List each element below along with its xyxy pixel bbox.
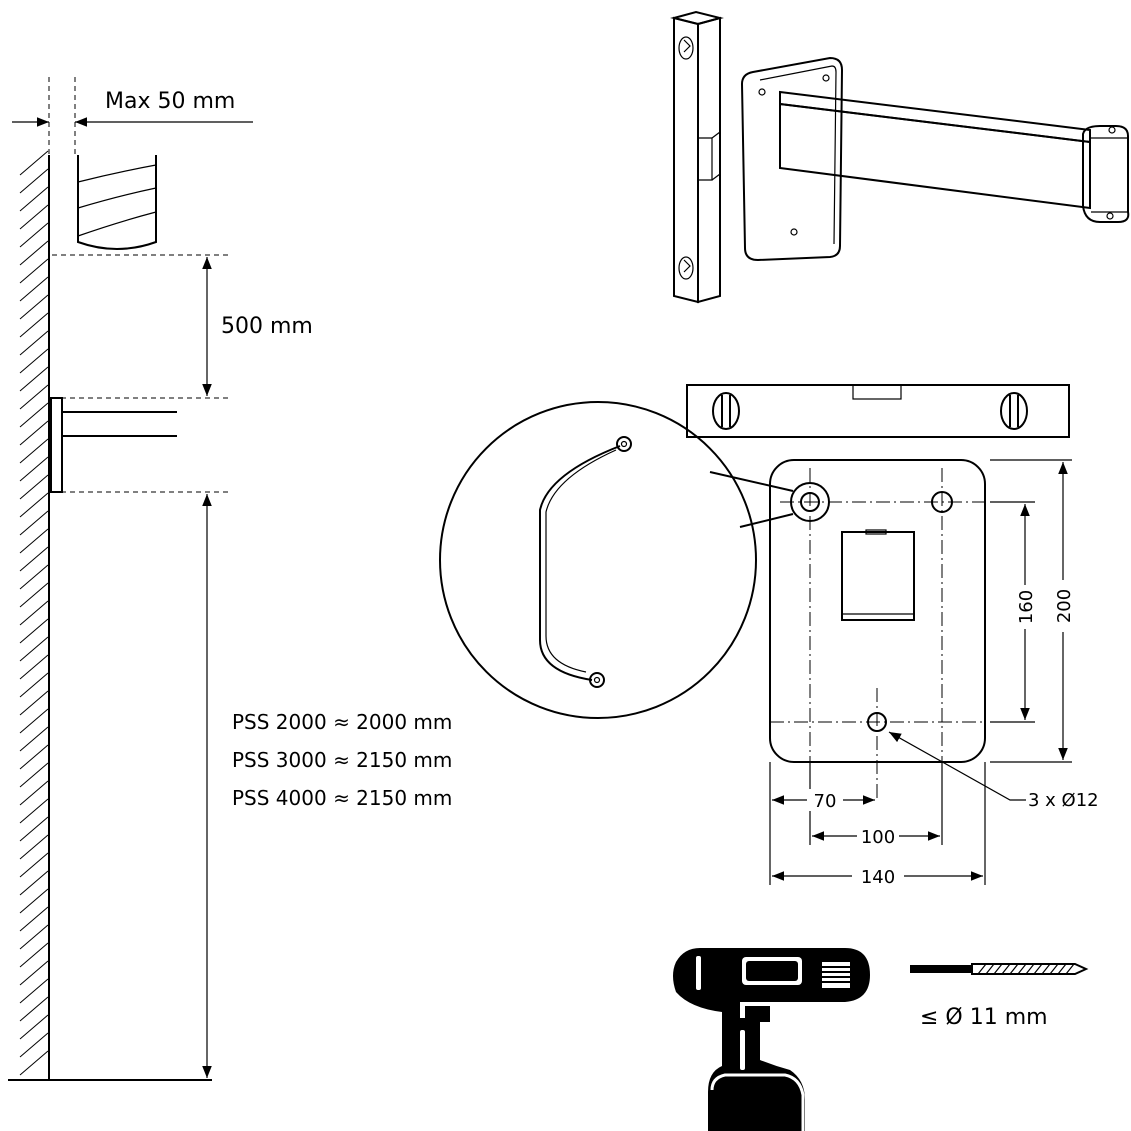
wall-hatching — [19, 150, 49, 1076]
wall-hatch-line — [19, 150, 49, 176]
wall-hatch-line — [19, 1032, 49, 1058]
drill-bit-icon — [910, 963, 1089, 975]
wall-hatch-line — [19, 816, 49, 842]
wall-hatch-line — [19, 564, 49, 590]
wall-hatch-line — [19, 960, 49, 986]
wall-hatch-line — [19, 438, 49, 464]
mounting-rail — [670, 10, 724, 304]
wall-hatch-line — [19, 888, 49, 914]
wall-hatch-line — [19, 402, 49, 428]
wall-hatch-line — [19, 726, 49, 752]
dim-70-label: 70 — [814, 791, 837, 812]
spirit-level-icon — [686, 384, 1070, 438]
side-elevation: Max 50 mm 500 mm PSS 2000 ≈ 2000 mm PSS … — [8, 77, 452, 1081]
dim-140-label: 140 — [861, 867, 895, 888]
wall-hatch-line — [19, 942, 49, 968]
wall-hatch-line — [19, 906, 49, 932]
wall-hatch-line — [19, 348, 49, 374]
mount-hole-top-right — [931, 491, 953, 513]
pss-2000-label: PSS 2000 ≈ 2000 mm — [232, 710, 452, 734]
wall-hatch-line — [19, 618, 49, 644]
detail-magnifier — [439, 401, 794, 719]
wall-hatch-line — [19, 276, 49, 302]
ground-wire-icon — [539, 436, 632, 688]
wall-hatch-line — [19, 312, 49, 338]
wall-hatch-line — [19, 240, 49, 266]
dim-160-label: 160 — [1016, 590, 1037, 624]
wall-hatch-line — [19, 366, 49, 392]
drill-bit-size-label: ≤ Ø 11 mm — [920, 1005, 1048, 1030]
wall-plate-with-arm — [740, 56, 1130, 262]
wall-hatch-line — [19, 528, 49, 554]
wall-hatch-line — [19, 834, 49, 860]
wall-hatch-line — [19, 978, 49, 1004]
wall-hatch-line — [19, 636, 49, 662]
wall-hatch-line — [19, 474, 49, 500]
dim-100-label: 100 — [861, 827, 895, 848]
wall-hatch-line — [19, 168, 49, 194]
holes-label: 3 x Ø12 — [1028, 790, 1099, 811]
wall-hatch-line — [19, 204, 49, 230]
max-gap-label: Max 50 mm — [105, 89, 235, 114]
wall-hatch-line — [19, 546, 49, 572]
pss-3000-label: PSS 3000 ≈ 2150 mm — [232, 748, 452, 772]
wall-hatch-line — [19, 456, 49, 482]
wall-hatch-line — [19, 222, 49, 248]
wall-hatch-line — [19, 744, 49, 770]
wall-hatch-line — [19, 582, 49, 608]
power-drill-icon — [673, 948, 870, 1131]
wall-hatch-line — [19, 852, 49, 878]
mount-hole-bottom — [867, 712, 887, 732]
wall-hatch-line — [19, 708, 49, 734]
bracket-isometric — [670, 10, 1130, 304]
pss-4000-label: PSS 4000 ≈ 2150 mm — [232, 786, 452, 810]
wall-hatch-line — [19, 1050, 49, 1076]
dim-200-label: 200 — [1054, 589, 1075, 623]
wall-hatch-line — [19, 420, 49, 446]
wall-hatch-line — [19, 1014, 49, 1040]
wall-hatch-line — [19, 492, 49, 518]
wall-hatch-line — [19, 258, 49, 284]
wall-hatch-line — [19, 690, 49, 716]
mount-hole-top-left — [790, 482, 830, 522]
wall-hatch-line — [19, 996, 49, 1022]
wall-hatch-line — [19, 510, 49, 536]
wall-hatch-line — [19, 798, 49, 824]
wall-hatch-line — [19, 186, 49, 212]
holes-leader — [888, 731, 1026, 801]
wall-hatch-line — [19, 384, 49, 410]
wall-hatch-line — [19, 600, 49, 626]
wall-hatch-line — [19, 762, 49, 788]
wall-hatch-line — [19, 654, 49, 680]
wall-hatch-line — [19, 870, 49, 896]
wall-hatch-line — [19, 780, 49, 806]
bracket-side-view — [50, 397, 177, 493]
plate-front-view: 160 200 70 100 140 3 x Ø12 — [769, 459, 1099, 888]
wall-hatch-line — [19, 330, 49, 356]
wall-hatch-line — [19, 672, 49, 698]
cable-holder-icon — [77, 155, 157, 250]
gap-height-label: 500 mm — [221, 314, 313, 339]
wall-hatch-line — [19, 294, 49, 320]
wall-hatch-line — [19, 924, 49, 950]
